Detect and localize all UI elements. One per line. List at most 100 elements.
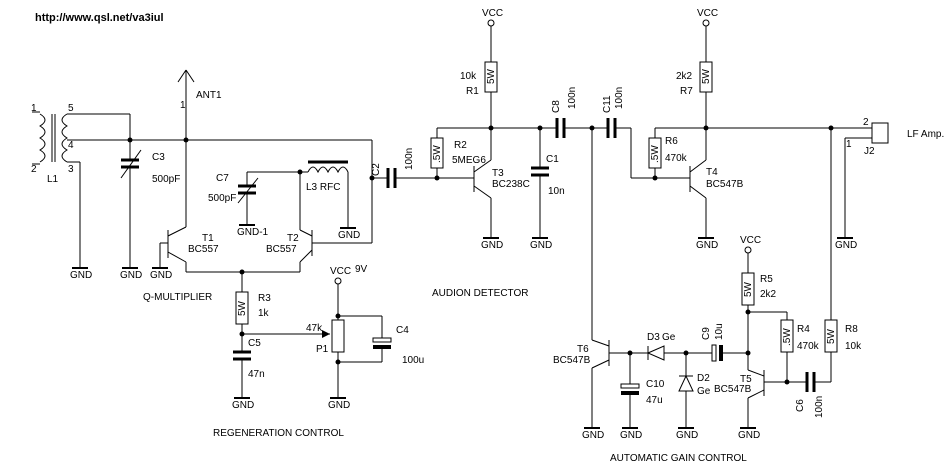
r2-value: 5MEG6	[452, 155, 486, 166]
c10-value: 47u	[646, 395, 663, 406]
c10-label: C10	[646, 379, 665, 390]
resistor-r2: .5W R2 5MEG6	[430, 127, 492, 178]
r8-value: 10k	[845, 341, 862, 352]
resistor-body: 5W	[486, 68, 497, 84]
gnd-label: GND	[696, 240, 718, 251]
c1-label: C1	[546, 154, 559, 165]
resistor-r1: VCC 5W 10k R1	[460, 8, 503, 128]
p1-label: P1	[316, 344, 329, 355]
ground-symbol: GND	[328, 397, 350, 411]
site-url: http://www.qsl.net/va3iul	[35, 12, 164, 24]
c8-label: C8	[551, 100, 562, 113]
c3-value: 500pF	[152, 174, 180, 185]
vcc-label: VCC	[697, 8, 718, 19]
vcc-9v: 9V	[355, 264, 368, 275]
c4-value: 100u	[402, 355, 424, 366]
t1-type: BC557	[188, 244, 219, 255]
c1-value: 10n	[548, 186, 565, 197]
gnd-label: GND	[70, 270, 92, 281]
c2-label: C2	[371, 163, 382, 176]
r6-label: R6	[665, 136, 678, 147]
pin-label: 2	[863, 117, 869, 128]
connector-j2: 2 1 LF Amp. J2	[846, 117, 944, 157]
resistor-body: .5W	[650, 145, 661, 163]
transistor-t4: T4 BC547B	[689, 128, 744, 238]
inductor-l3: L3 RFC	[297, 160, 349, 230]
r1-label: R1	[466, 86, 479, 97]
resistor-body: 5W	[701, 68, 712, 84]
gnd-label: GND	[338, 230, 360, 241]
ground-symbol: GND	[481, 237, 503, 251]
ground-symbol: GND	[620, 427, 642, 441]
t4-type: BC547B	[706, 179, 744, 190]
r3-label: R3	[258, 293, 271, 304]
r1-value: 10k	[460, 71, 477, 82]
antenna-ant1: 1 ANT1	[177, 69, 222, 140]
t1-label: T1	[202, 233, 214, 244]
capacitor-c10: C10 47u	[620, 353, 665, 428]
r4-value: 470k	[797, 341, 820, 352]
capacitor-c5: C5 47n	[233, 334, 265, 398]
resistor-body: 5W	[826, 328, 837, 344]
transistor-t2: T2 BC557	[266, 140, 373, 272]
gnd-label: GND	[328, 400, 350, 411]
c5-label: C5	[248, 338, 261, 349]
d3-label: D3	[647, 332, 660, 343]
resistor-r8: 5W R8 10k	[824, 128, 862, 382]
c9-label: C9	[701, 327, 712, 340]
pin-label: 4	[68, 140, 74, 151]
d2-type: Ge	[697, 386, 711, 397]
ground-symbol: GND	[232, 397, 254, 411]
capacitor-c11: C11 100n	[602, 87, 655, 179]
r7-label: R7	[680, 86, 693, 97]
r2-label: R2	[454, 140, 467, 151]
c2-value: 100n	[404, 148, 415, 170]
t3-type: BC238C	[492, 179, 530, 190]
transistor-t3: T3 BC238C	[473, 128, 530, 238]
resistor-body: .5W	[432, 145, 443, 163]
t6-label: T6	[577, 344, 589, 355]
transistor-t1: T1 BC557	[159, 226, 219, 272]
ground-symbol: GND	[696, 237, 718, 251]
t2-label: T2	[287, 233, 299, 244]
capacitor-c9: C9 10u	[701, 323, 748, 362]
d2-label: D2	[697, 373, 710, 384]
gnd-label: GND	[120, 270, 142, 281]
r5-label: R5	[760, 274, 773, 285]
c4-label: C4	[396, 325, 409, 336]
resistor-body: 5W	[743, 281, 754, 297]
t3-label: T3	[492, 168, 504, 179]
t5-label: T5	[740, 374, 752, 385]
j2-label: J2	[864, 146, 875, 157]
ground-symbol: GND	[70, 267, 92, 281]
c11-value: 100n	[614, 87, 625, 109]
resistor-r6: .5W R6 470k	[648, 127, 706, 178]
gnd-label: GND	[620, 430, 642, 441]
c5-value: 47n	[248, 369, 265, 380]
r5-value: 2k2	[760, 289, 777, 300]
potentiometer-p1: VCC 9V 47k P1	[306, 264, 382, 398]
transformer-l1: 1 2 3 4 5 L1	[31, 103, 131, 268]
resistor-body: 5W	[237, 300, 248, 316]
capacitor-c6: C6 100n	[795, 372, 831, 418]
gnd-label: GND	[232, 400, 254, 411]
c8-value: 100n	[567, 87, 578, 109]
transistor-t6: T6 BC547B	[553, 339, 648, 428]
c11-label: C11	[602, 95, 613, 113]
vcc-label: VCC	[740, 235, 761, 246]
vcc-label: VCC	[330, 266, 351, 277]
capacitor-c8: C8 100n	[551, 87, 607, 138]
resistor-r5: VCC 5W R5 2k2	[740, 235, 777, 312]
t6-type: BC547B	[553, 355, 591, 366]
gnd-label: GND	[582, 430, 604, 441]
ground-symbol: GND	[120, 267, 142, 281]
c7-label: C7	[216, 173, 229, 184]
diode-d3: D3 Ge	[646, 332, 706, 361]
gnd-label: GND-1	[237, 227, 269, 238]
capacitor-c3: C3 500pF	[120, 140, 180, 268]
capacitor-c7: C7 500pF	[208, 171, 300, 225]
section-regeneration-control: REGENERATION CONTROL	[213, 428, 344, 439]
l1-label: L1	[47, 174, 59, 185]
resistor-r4: .5W R4 470k	[780, 312, 820, 382]
